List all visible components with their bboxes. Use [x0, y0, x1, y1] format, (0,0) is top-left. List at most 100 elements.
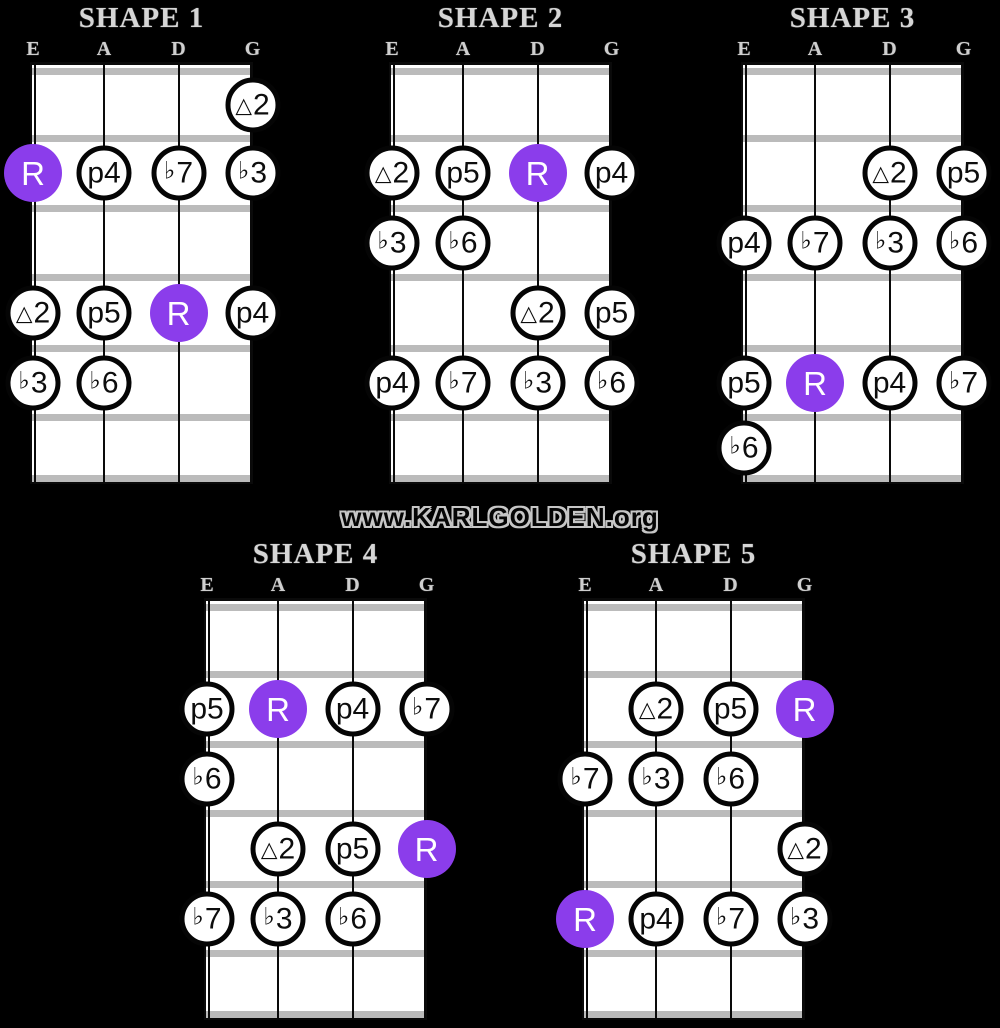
fret-bar: [741, 68, 964, 75]
string-line: [351, 598, 354, 1020]
string-line: [30, 62, 32, 484]
fret-bar: [741, 274, 964, 281]
fret-bar: [204, 950, 427, 957]
interval-note-circle: △2: [5, 285, 61, 341]
fret-bar: [582, 810, 805, 817]
string-line: [462, 62, 464, 484]
fret-bar: [30, 135, 253, 142]
fret-bar: [582, 741, 805, 748]
string-line: [103, 62, 105, 484]
interval-note-circle: ♭3: [628, 751, 684, 807]
string-line: [34, 62, 36, 484]
flat-symbol: ♭: [18, 367, 30, 394]
shape-title: SHAPE 1: [78, 2, 205, 34]
fret-bar: [30, 68, 253, 75]
interval-note-circle: p4: [584, 145, 639, 201]
interval-note-circle: △2: [628, 681, 684, 737]
string-label-d: D: [530, 38, 545, 60]
flat-symbol: ♭: [715, 903, 728, 930]
interval-note-circle: p5: [435, 145, 491, 201]
interval-note-circle: p4: [862, 355, 917, 411]
interval-note-circle: ♭3: [364, 215, 420, 271]
flat-symbol: ♭: [729, 432, 741, 459]
fret-bar: [582, 881, 805, 888]
interval-note-circle: ♭6: [936, 215, 991, 271]
fret-bar: [204, 604, 427, 611]
string-line: [888, 62, 891, 484]
string-label-g: G: [418, 574, 435, 596]
interval-note-circle: p4: [364, 355, 420, 411]
board-bottom-line: [30, 481, 253, 484]
string-label-a: A: [455, 38, 471, 60]
string-label-e: E: [26, 38, 40, 60]
fretboard: [204, 598, 427, 1020]
root-note-circle: R: [249, 680, 307, 738]
root-note-circle: R: [556, 890, 614, 948]
fret-bar: [204, 671, 427, 678]
interval-note-circle: p4: [76, 145, 132, 201]
fret-bar: [204, 810, 427, 817]
interval-note-circle: p4: [225, 285, 280, 341]
string-line: [582, 598, 584, 1020]
flat-symbol: ♭: [596, 367, 609, 394]
flat-symbol: ♭: [448, 367, 460, 394]
nut-line: [389, 62, 612, 65]
shape-title: SHAPE 5: [630, 538, 757, 570]
flat-symbol: ♭: [789, 903, 802, 930]
interval-note-circle: ♭6: [179, 751, 235, 807]
string-line: [177, 62, 180, 484]
interval-note-circle: ♭7: [151, 145, 206, 201]
nut-line: [741, 62, 964, 65]
fret-bar: [389, 205, 612, 212]
fretboard: [30, 62, 253, 484]
flat-symbol: ♭: [163, 157, 176, 184]
string-line: [745, 62, 747, 484]
fret-bar: [30, 274, 253, 281]
flat-symbol: ♭: [411, 693, 424, 720]
watermark-text: www.KARLGOLDEN.org: [341, 502, 659, 532]
string-label-e: E: [737, 38, 751, 60]
shape-title: SHAPE 4: [252, 538, 379, 570]
interval-note-circle: △2: [250, 821, 306, 877]
fretboard: [741, 62, 964, 484]
triangle-symbol: △: [872, 160, 889, 186]
string-line: [424, 598, 427, 1020]
fret-bar: [582, 671, 805, 678]
fret-bar: [741, 345, 964, 352]
flat-symbol: ♭: [192, 763, 204, 790]
flat-symbol: ♭: [948, 227, 961, 254]
string-line: [961, 62, 964, 484]
fret-bar: [30, 414, 253, 421]
root-note-circle: R: [775, 680, 834, 738]
string-line: [729, 598, 732, 1020]
nut-line: [204, 598, 427, 601]
fret-bar: [389, 135, 612, 142]
fret-bar: [389, 68, 612, 75]
interval-note-circle: p4: [628, 891, 684, 947]
interval-note-circle: △2: [862, 145, 917, 201]
fret-bar: [30, 205, 253, 212]
string-label-e: E: [200, 574, 214, 596]
shape-title: SHAPE 2: [437, 2, 564, 34]
root-note-circle: R: [508, 144, 567, 202]
interval-note-circle: ♭3: [862, 215, 917, 271]
interval-note-circle: ♭3: [510, 355, 565, 411]
string-line: [250, 62, 253, 484]
interval-note-circle: ♭6: [703, 751, 758, 807]
interval-note-circle: ♭6: [325, 891, 380, 947]
fret-bar: [389, 274, 612, 281]
string-label-d: D: [345, 574, 360, 596]
interval-note-circle: p5: [716, 355, 772, 411]
interval-note-circle: ♭7: [399, 681, 454, 737]
string-label-a: A: [270, 574, 286, 596]
string-line: [536, 62, 539, 484]
flat-symbol: ♭: [263, 903, 275, 930]
board-bottom-line: [204, 1017, 427, 1020]
interval-note-circle: p5: [584, 285, 639, 341]
flat-symbol: ♭: [448, 227, 460, 254]
interval-note-circle: △2: [777, 821, 832, 877]
shape-title: SHAPE 3: [789, 2, 916, 34]
string-label-g: G: [603, 38, 620, 60]
